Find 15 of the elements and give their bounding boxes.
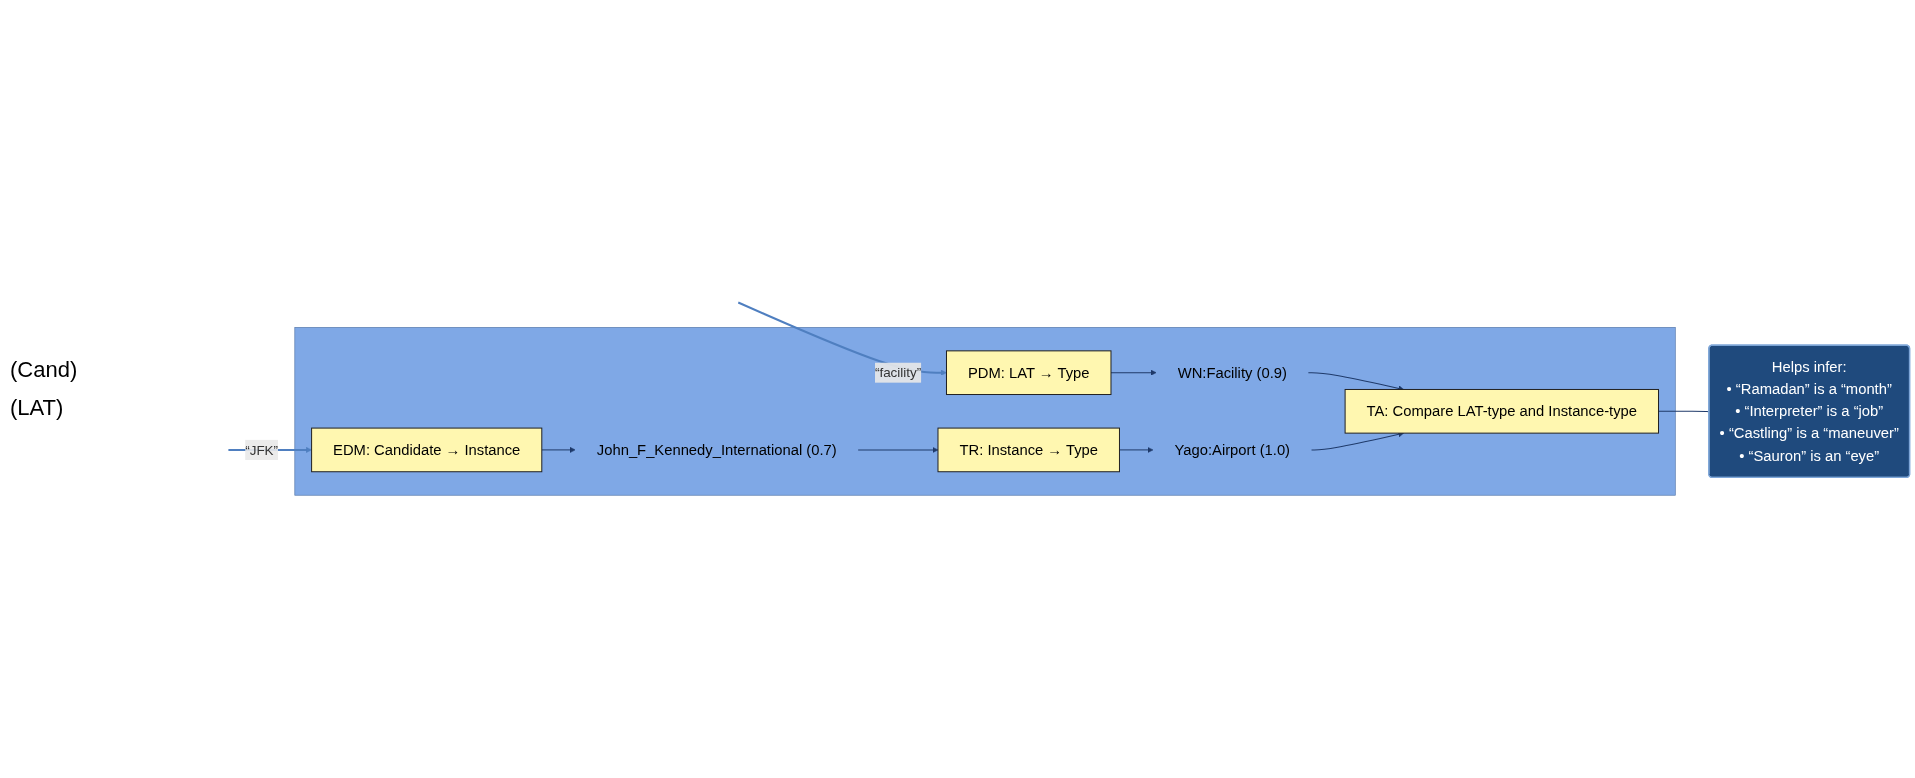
node-text: WN:Facility (0.9)	[1177, 364, 1287, 382]
node-box: EDM: Candidate → Instance	[311, 427, 543, 473]
cluster	[294, 327, 1676, 496]
arrow	[857, 447, 939, 454]
node-text: Yago:Airport (1.0)	[1174, 441, 1291, 459]
node-box: PDM: LAT → Type	[946, 350, 1112, 396]
node-box: TR: Instance → Type	[937, 427, 1120, 473]
input-annotation: (Cand)	[10, 357, 79, 383]
arrow	[1110, 369, 1157, 376]
edge-label: “facility”	[874, 365, 922, 381]
edge-label: “JFK”	[245, 442, 279, 458]
input-annotation: (LAT)	[10, 395, 65, 421]
arrow	[541, 447, 576, 454]
node-box: TA: Compare LAT-type and Instance-type	[1344, 389, 1659, 434]
node-text: John_F_Kennedy_International (0.7)	[596, 441, 837, 459]
